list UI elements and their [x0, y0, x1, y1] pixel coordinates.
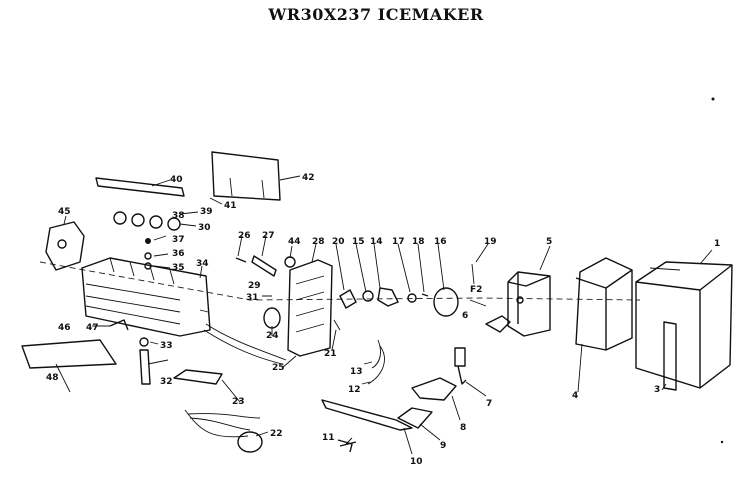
- part-3-strip: [663, 321, 677, 391]
- callout-16: 16: [434, 237, 447, 247]
- part-19: [471, 263, 475, 285]
- part-9-lever: [397, 407, 433, 429]
- part-26: [235, 257, 247, 263]
- callout-28: 28: [312, 237, 325, 247]
- part-47: [109, 319, 129, 331]
- part-14: [377, 287, 399, 307]
- part-44: [284, 256, 296, 268]
- callout-12: 12: [348, 385, 361, 395]
- callout-10: 10: [410, 457, 423, 467]
- part-20: [339, 289, 357, 309]
- callout-6: 6: [462, 311, 468, 321]
- assembly-axis: [39, 261, 641, 301]
- part-8-arm: [411, 377, 457, 401]
- callout-27: 27: [262, 231, 275, 241]
- diagram-title: WR30X237 ICEMAKER: [268, 5, 484, 24]
- part-12-wire: [367, 345, 385, 385]
- part-16-gear: [433, 287, 459, 317]
- callout-37: 37: [172, 235, 185, 245]
- part-42-shield: [211, 151, 281, 201]
- callout-41: 41: [224, 201, 237, 211]
- part-25-mount-plate: [287, 259, 333, 357]
- part-4-housing: [575, 257, 633, 351]
- callout-13: 13: [350, 367, 363, 377]
- callout-30: 30: [198, 223, 211, 233]
- callout-4: 4: [572, 391, 578, 401]
- callout-18: 18: [412, 237, 425, 247]
- callout-24: 24: [266, 331, 279, 341]
- part-21: [333, 319, 341, 331]
- callout-20: 20: [332, 237, 345, 247]
- callout-44: 44: [288, 237, 301, 247]
- part-1-cover: [635, 261, 733, 389]
- callout-21: 21: [324, 349, 337, 359]
- part-35: [144, 262, 152, 270]
- callout-40: 40: [170, 175, 183, 185]
- part-48-bracket: [21, 339, 117, 369]
- callout-7: 7: [486, 399, 492, 409]
- part-13-wire: [371, 339, 381, 369]
- callout-17: 17: [392, 237, 405, 247]
- part-7-switch: [454, 347, 467, 385]
- part-10-rake: [321, 399, 413, 431]
- callout-11: 11: [322, 433, 335, 443]
- callout-15: 15: [352, 237, 365, 247]
- callout-3: 3: [654, 385, 660, 395]
- part-32-heater: [139, 349, 151, 385]
- speck: [711, 97, 715, 101]
- callout-19: 19: [484, 237, 497, 247]
- heater-wires: [205, 323, 287, 361]
- part-34-mold: [81, 257, 211, 337]
- part-24: [263, 307, 281, 329]
- part-45-fill-cup: [45, 221, 85, 271]
- callout-33: 33: [160, 341, 173, 351]
- callout-9: 9: [440, 441, 446, 451]
- callout-39: 39: [200, 207, 213, 217]
- callout-22: 22: [270, 429, 283, 439]
- part-27-spring: [251, 255, 277, 277]
- callout-46: 46: [58, 323, 71, 333]
- part-18: [421, 293, 429, 297]
- part-22-harness: [184, 409, 263, 453]
- callout-47: 47: [86, 323, 99, 333]
- part-39-row: [113, 211, 181, 231]
- part-11-pin: [337, 439, 357, 453]
- callout-48: 48: [46, 373, 59, 383]
- part-40-bar: [95, 177, 185, 197]
- callout-23: 23: [232, 397, 245, 407]
- part-5-motor: [485, 271, 551, 337]
- callout-1: 1: [714, 239, 720, 249]
- callout-26: 26: [238, 231, 251, 241]
- part-15: [362, 290, 374, 302]
- callout-42: 42: [302, 173, 315, 183]
- part-33: [139, 337, 149, 347]
- callout-14: 14: [370, 237, 383, 247]
- callout-31: 31: [246, 293, 259, 303]
- part-17: [407, 293, 417, 303]
- part-36: [144, 252, 152, 260]
- part-37: [145, 238, 151, 244]
- callout-45: 45: [58, 207, 71, 217]
- callout-5: 5: [546, 237, 552, 247]
- callout-35: 35: [172, 263, 185, 273]
- callout-f2: F2: [470, 285, 482, 295]
- callout-25: 25: [272, 363, 285, 373]
- callout-32: 32: [160, 377, 173, 387]
- callout-36: 36: [172, 249, 185, 259]
- callout-29: 29: [248, 281, 261, 291]
- part-23-bracket: [173, 369, 223, 385]
- callout-8: 8: [460, 423, 466, 433]
- callout-34: 34: [196, 259, 209, 269]
- speck: [720, 440, 724, 444]
- callout-38: 38: [172, 211, 185, 221]
